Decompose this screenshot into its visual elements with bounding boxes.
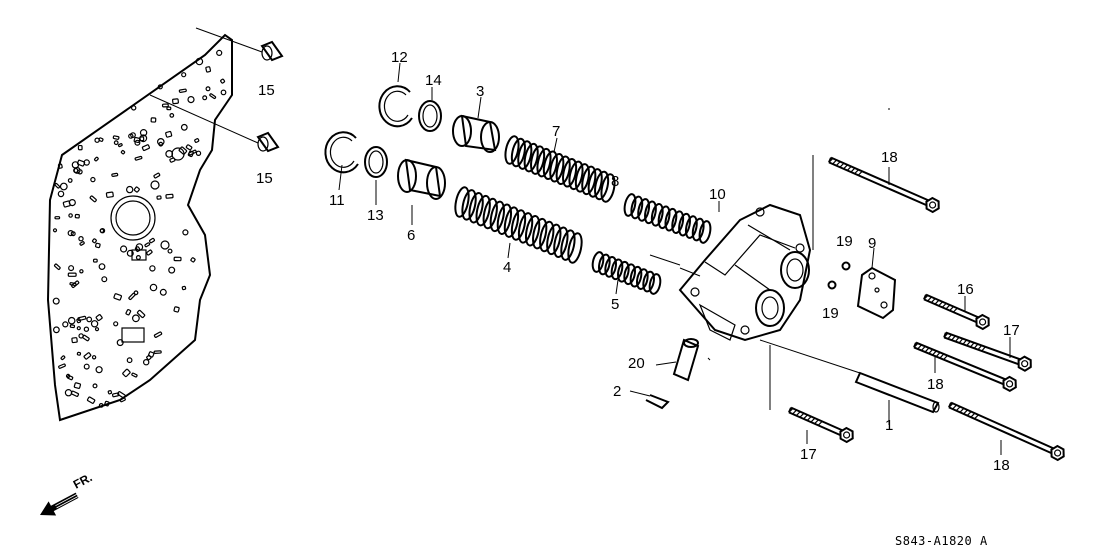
- callout-layer: 1 2 3 4 5 6 7 8 9 10 11 12 13 14 15 15 1…: [256, 49, 1020, 474]
- spring-7: [504, 135, 616, 203]
- check-ball-upper: [841, 261, 851, 271]
- check-ball-lower: [827, 280, 837, 290]
- dowel-pin-long: [854, 371, 940, 414]
- callout-15-lower: 15: [256, 170, 273, 187]
- callout-4: 4: [503, 259, 511, 276]
- callout-9: 9: [868, 235, 876, 252]
- filter: [672, 338, 700, 382]
- spring-8: [623, 193, 712, 244]
- callout-1: 1: [885, 417, 893, 434]
- spring-4: [454, 186, 583, 264]
- front-label: FR.: [71, 470, 95, 491]
- callout-8: 8: [611, 173, 619, 190]
- callout-7: 7: [552, 123, 560, 140]
- arrow-front-icon: [40, 492, 79, 516]
- callout-20: 20: [628, 355, 645, 372]
- callout-10: 10: [709, 186, 726, 203]
- callout-19-lower: 19: [822, 305, 839, 322]
- callout-3: 3: [476, 83, 484, 100]
- dowel-pin-lower: [149, 94, 280, 153]
- callout-6: 6: [407, 227, 415, 244]
- bolt-17-bottom: [788, 406, 854, 444]
- callout-5: 5: [611, 296, 619, 313]
- diagram-code: S843-A1820 A: [895, 534, 988, 548]
- accumulator-piston-3: [452, 114, 500, 153]
- callout-14: 14: [425, 72, 442, 89]
- dowel-pin-upper: [195, 27, 284, 62]
- callout-15-upper: 15: [258, 82, 275, 99]
- callout-11: 11: [329, 192, 345, 209]
- bolt-18-top: [828, 156, 940, 214]
- spring-5: [591, 251, 662, 295]
- front-indicator: FR.: [40, 470, 95, 516]
- leader-lines: [338, 62, 1011, 455]
- callout-19-upper: 19: [836, 233, 853, 250]
- callout-13: 13: [367, 207, 384, 224]
- accumulator-piston-6: [397, 158, 446, 200]
- snap-ring-12: [378, 85, 413, 128]
- cover-plate: [856, 266, 897, 320]
- bolt-18-bottom: [948, 401, 1065, 462]
- bolt-18-middle: [913, 341, 1017, 393]
- callout-17-bottom: 17: [800, 446, 817, 463]
- callout-18-bottom: 18: [993, 457, 1010, 474]
- callout-16: 16: [957, 281, 974, 298]
- separator-plate: [46, 33, 233, 422]
- lock-clip: [645, 394, 670, 410]
- callout-2: 2: [613, 383, 621, 400]
- callout-18-top: 18: [881, 149, 898, 166]
- callout-12: 12: [391, 49, 408, 66]
- o-ring-14: [418, 100, 442, 132]
- callout-17-right: 17: [1003, 322, 1020, 339]
- callout-18-middle: 18: [927, 376, 944, 393]
- bolt-16: [923, 293, 990, 331]
- snap-ring-11: [324, 131, 359, 174]
- o-ring-13: [364, 146, 388, 178]
- accumulator-body: [678, 203, 812, 342]
- bolt-17-right: [943, 331, 1032, 372]
